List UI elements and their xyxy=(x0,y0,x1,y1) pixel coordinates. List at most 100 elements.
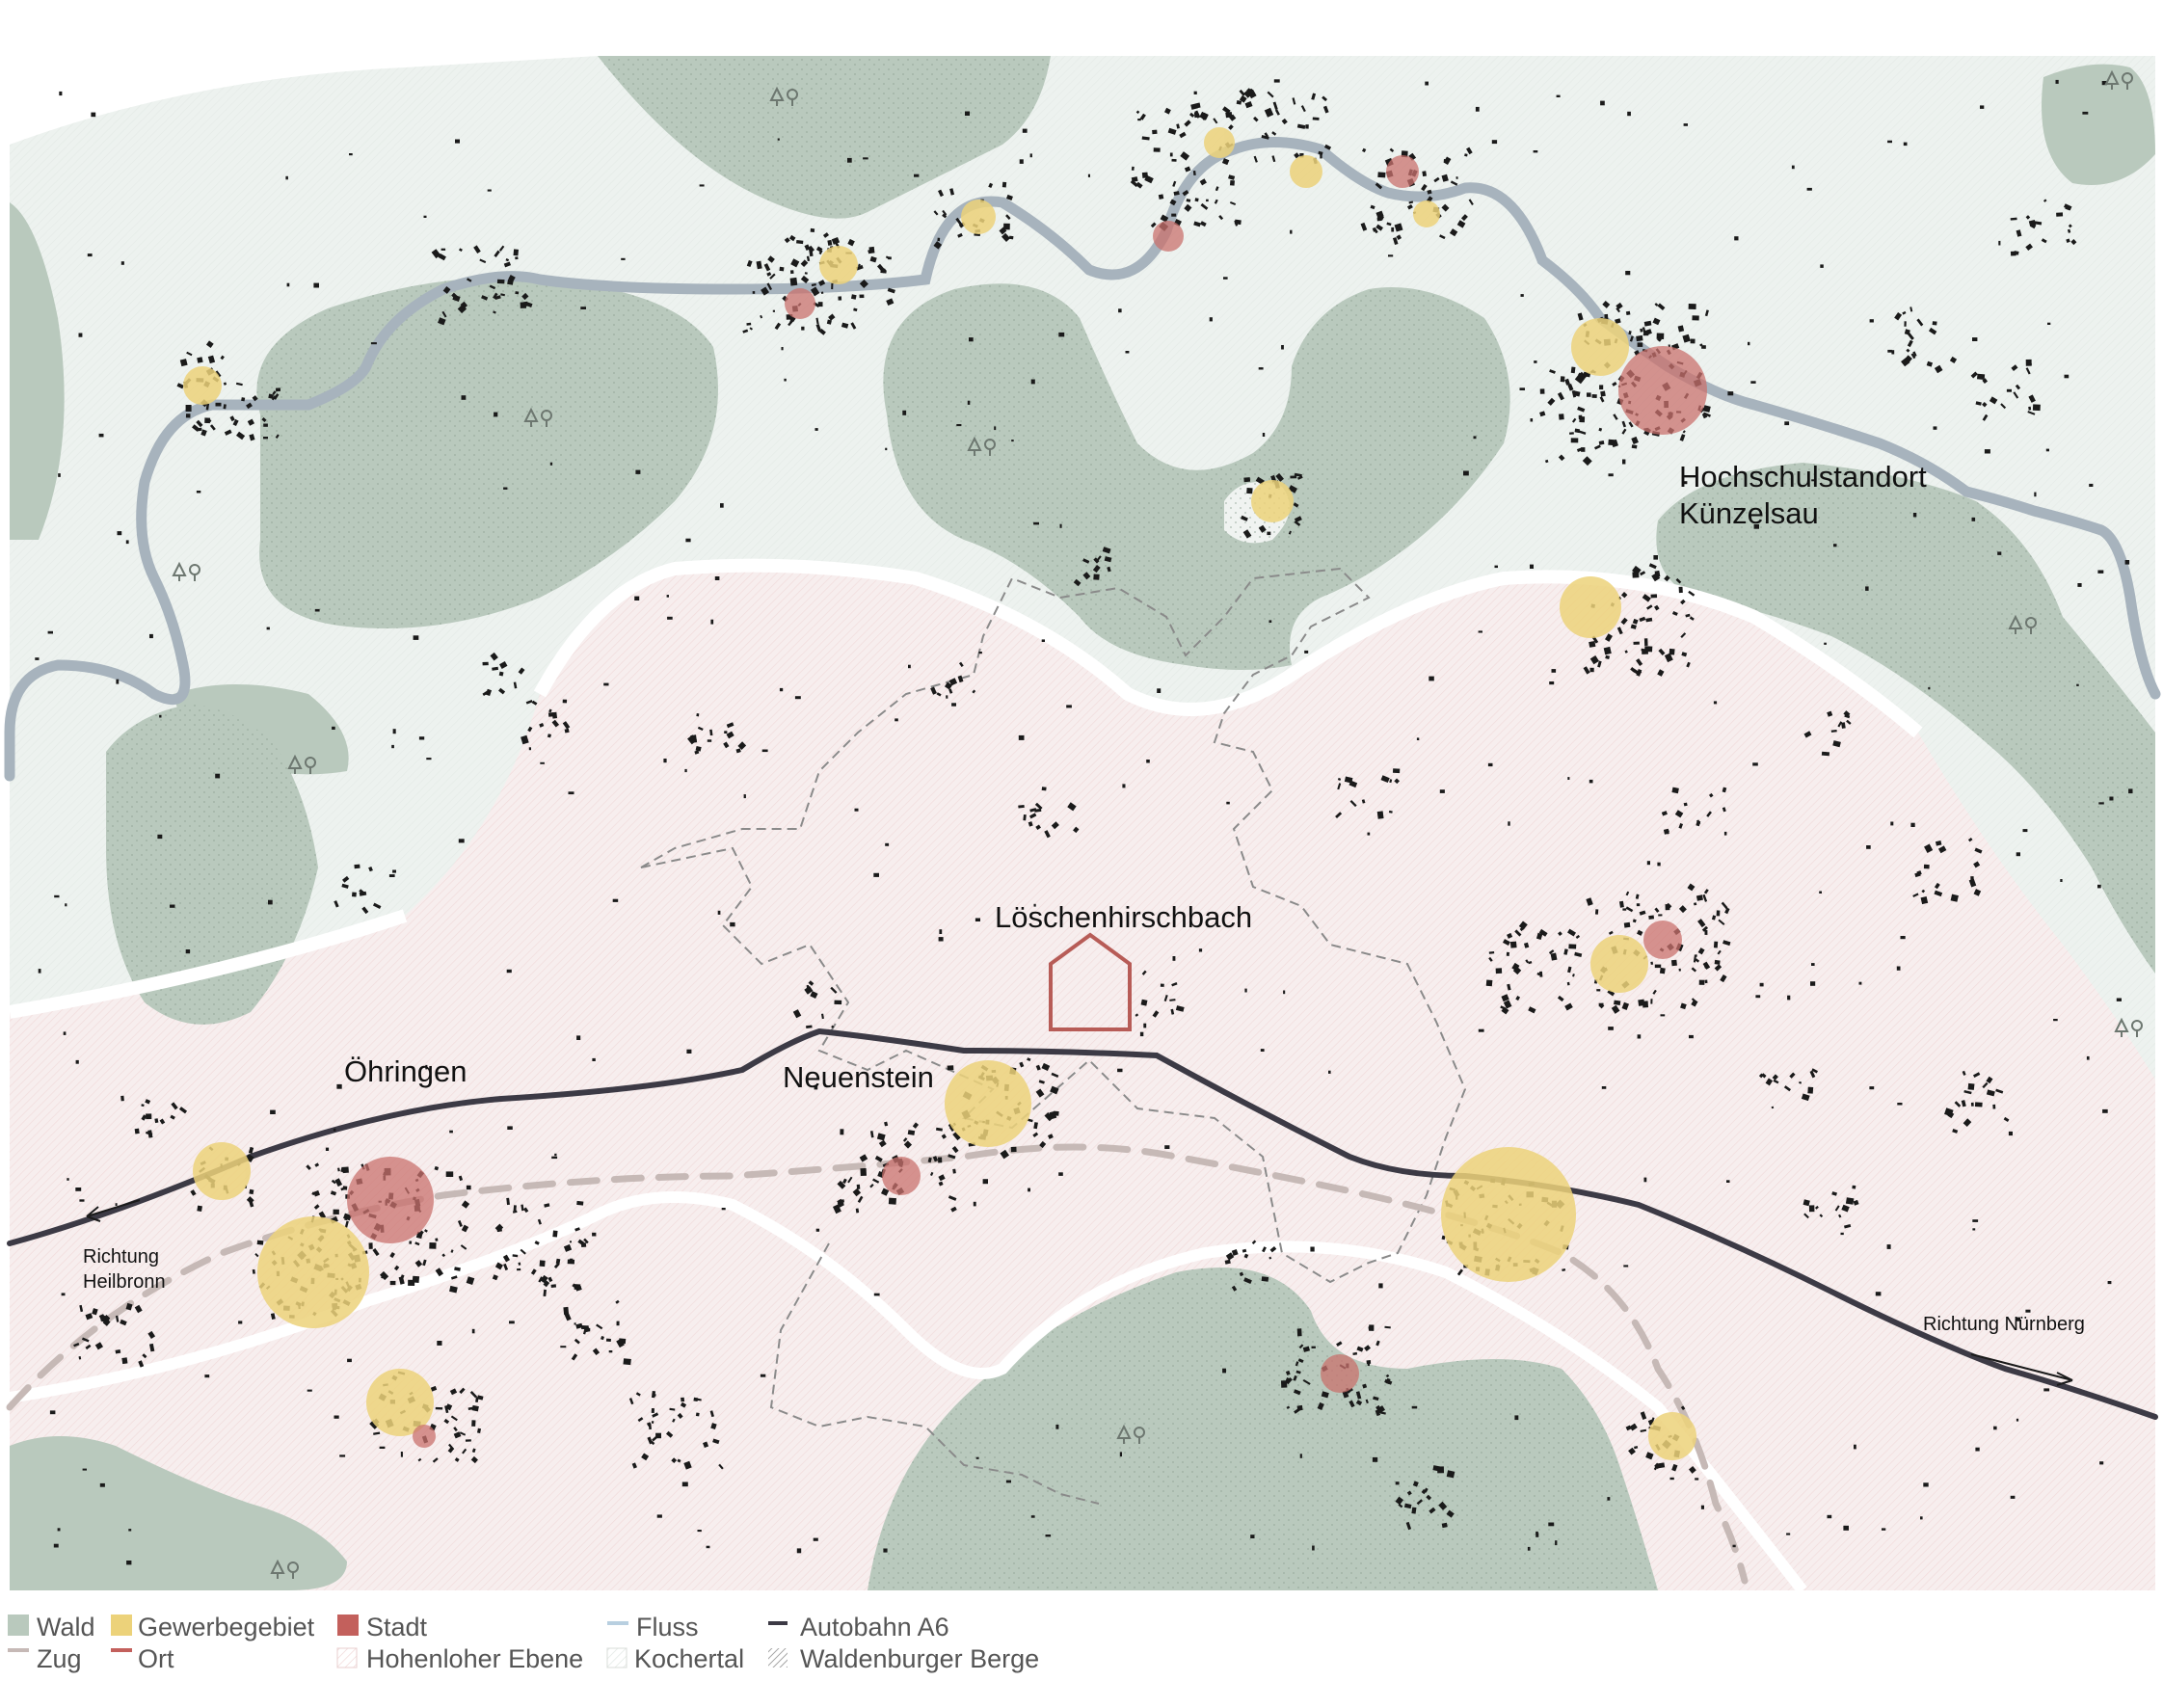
building xyxy=(461,395,467,400)
building xyxy=(683,1460,692,1470)
building xyxy=(441,1253,446,1258)
building xyxy=(1519,926,1525,932)
building xyxy=(847,1176,853,1184)
building xyxy=(1536,972,1541,976)
building xyxy=(806,255,811,262)
building xyxy=(1589,655,1599,665)
building xyxy=(574,1227,580,1232)
building xyxy=(471,1328,475,1334)
building xyxy=(1214,199,1218,204)
building xyxy=(876,263,886,273)
building xyxy=(841,322,849,329)
building xyxy=(1551,669,1557,673)
building xyxy=(975,918,980,921)
building xyxy=(792,1009,802,1019)
building xyxy=(646,1422,652,1427)
building xyxy=(1193,221,1201,227)
building xyxy=(1614,1000,1621,1005)
building xyxy=(840,1129,844,1135)
building xyxy=(1821,751,1830,757)
building xyxy=(145,1099,151,1105)
building xyxy=(1846,719,1852,725)
building xyxy=(666,1430,674,1438)
building xyxy=(1650,961,1654,965)
building xyxy=(1910,353,1916,360)
building xyxy=(1096,555,1102,561)
building xyxy=(372,902,382,910)
building xyxy=(1830,729,1837,733)
building xyxy=(2041,238,2047,244)
building xyxy=(826,319,832,325)
building xyxy=(1067,802,1077,812)
building xyxy=(1034,808,1042,813)
building xyxy=(1691,967,1697,973)
building xyxy=(537,1218,542,1225)
building xyxy=(1527,1546,1531,1551)
building xyxy=(1337,777,1342,781)
building xyxy=(313,1189,320,1197)
building xyxy=(749,327,754,331)
tree-icon xyxy=(769,86,798,106)
building xyxy=(311,1191,315,1196)
building xyxy=(1443,156,1452,166)
building xyxy=(438,317,446,326)
building xyxy=(99,1482,105,1487)
building xyxy=(78,333,83,337)
building xyxy=(1949,356,1958,364)
building xyxy=(120,1095,124,1102)
building xyxy=(1658,648,1666,656)
building xyxy=(1640,328,1643,333)
building xyxy=(261,417,267,423)
building xyxy=(695,1412,700,1417)
building xyxy=(686,1049,692,1054)
building xyxy=(1599,396,1605,403)
building xyxy=(1557,995,1564,1002)
building xyxy=(500,293,506,297)
building xyxy=(1628,331,1632,335)
building xyxy=(651,1408,654,1414)
building xyxy=(1602,300,1611,308)
building xyxy=(847,157,852,163)
building xyxy=(138,1360,145,1368)
building xyxy=(1200,221,1207,227)
building xyxy=(684,768,687,773)
building xyxy=(950,1206,957,1213)
building xyxy=(1875,1292,1882,1296)
house-marker-icon[interactable] xyxy=(1049,932,1132,1031)
building xyxy=(878,1139,887,1148)
building xyxy=(1082,558,1090,564)
building xyxy=(1228,174,1236,180)
building xyxy=(1137,119,1141,121)
building xyxy=(938,1174,946,1182)
building xyxy=(1683,802,1688,807)
building xyxy=(1937,845,1947,854)
building xyxy=(671,1457,678,1463)
building xyxy=(1992,1104,1996,1109)
building xyxy=(1267,91,1274,98)
building xyxy=(641,1453,650,1461)
building xyxy=(1135,1013,1139,1017)
building xyxy=(1654,303,1659,307)
legend-swatch-stadt xyxy=(337,1615,359,1636)
building xyxy=(1807,1086,1814,1094)
building xyxy=(1157,688,1162,693)
building xyxy=(699,184,705,187)
building xyxy=(952,1132,961,1141)
building xyxy=(1972,1072,1981,1078)
building xyxy=(1041,787,1047,791)
building xyxy=(1579,416,1586,423)
building xyxy=(628,1398,634,1405)
building xyxy=(712,1438,720,1445)
building xyxy=(1243,477,1251,483)
building xyxy=(1242,1248,1247,1253)
building xyxy=(1574,374,1585,385)
building xyxy=(822,232,830,238)
building xyxy=(880,1188,890,1196)
building xyxy=(804,272,808,275)
building xyxy=(551,1156,558,1160)
building xyxy=(1995,1088,2004,1094)
building xyxy=(1385,1374,1390,1378)
building xyxy=(603,682,609,686)
building xyxy=(952,1168,956,1174)
building xyxy=(351,892,357,897)
